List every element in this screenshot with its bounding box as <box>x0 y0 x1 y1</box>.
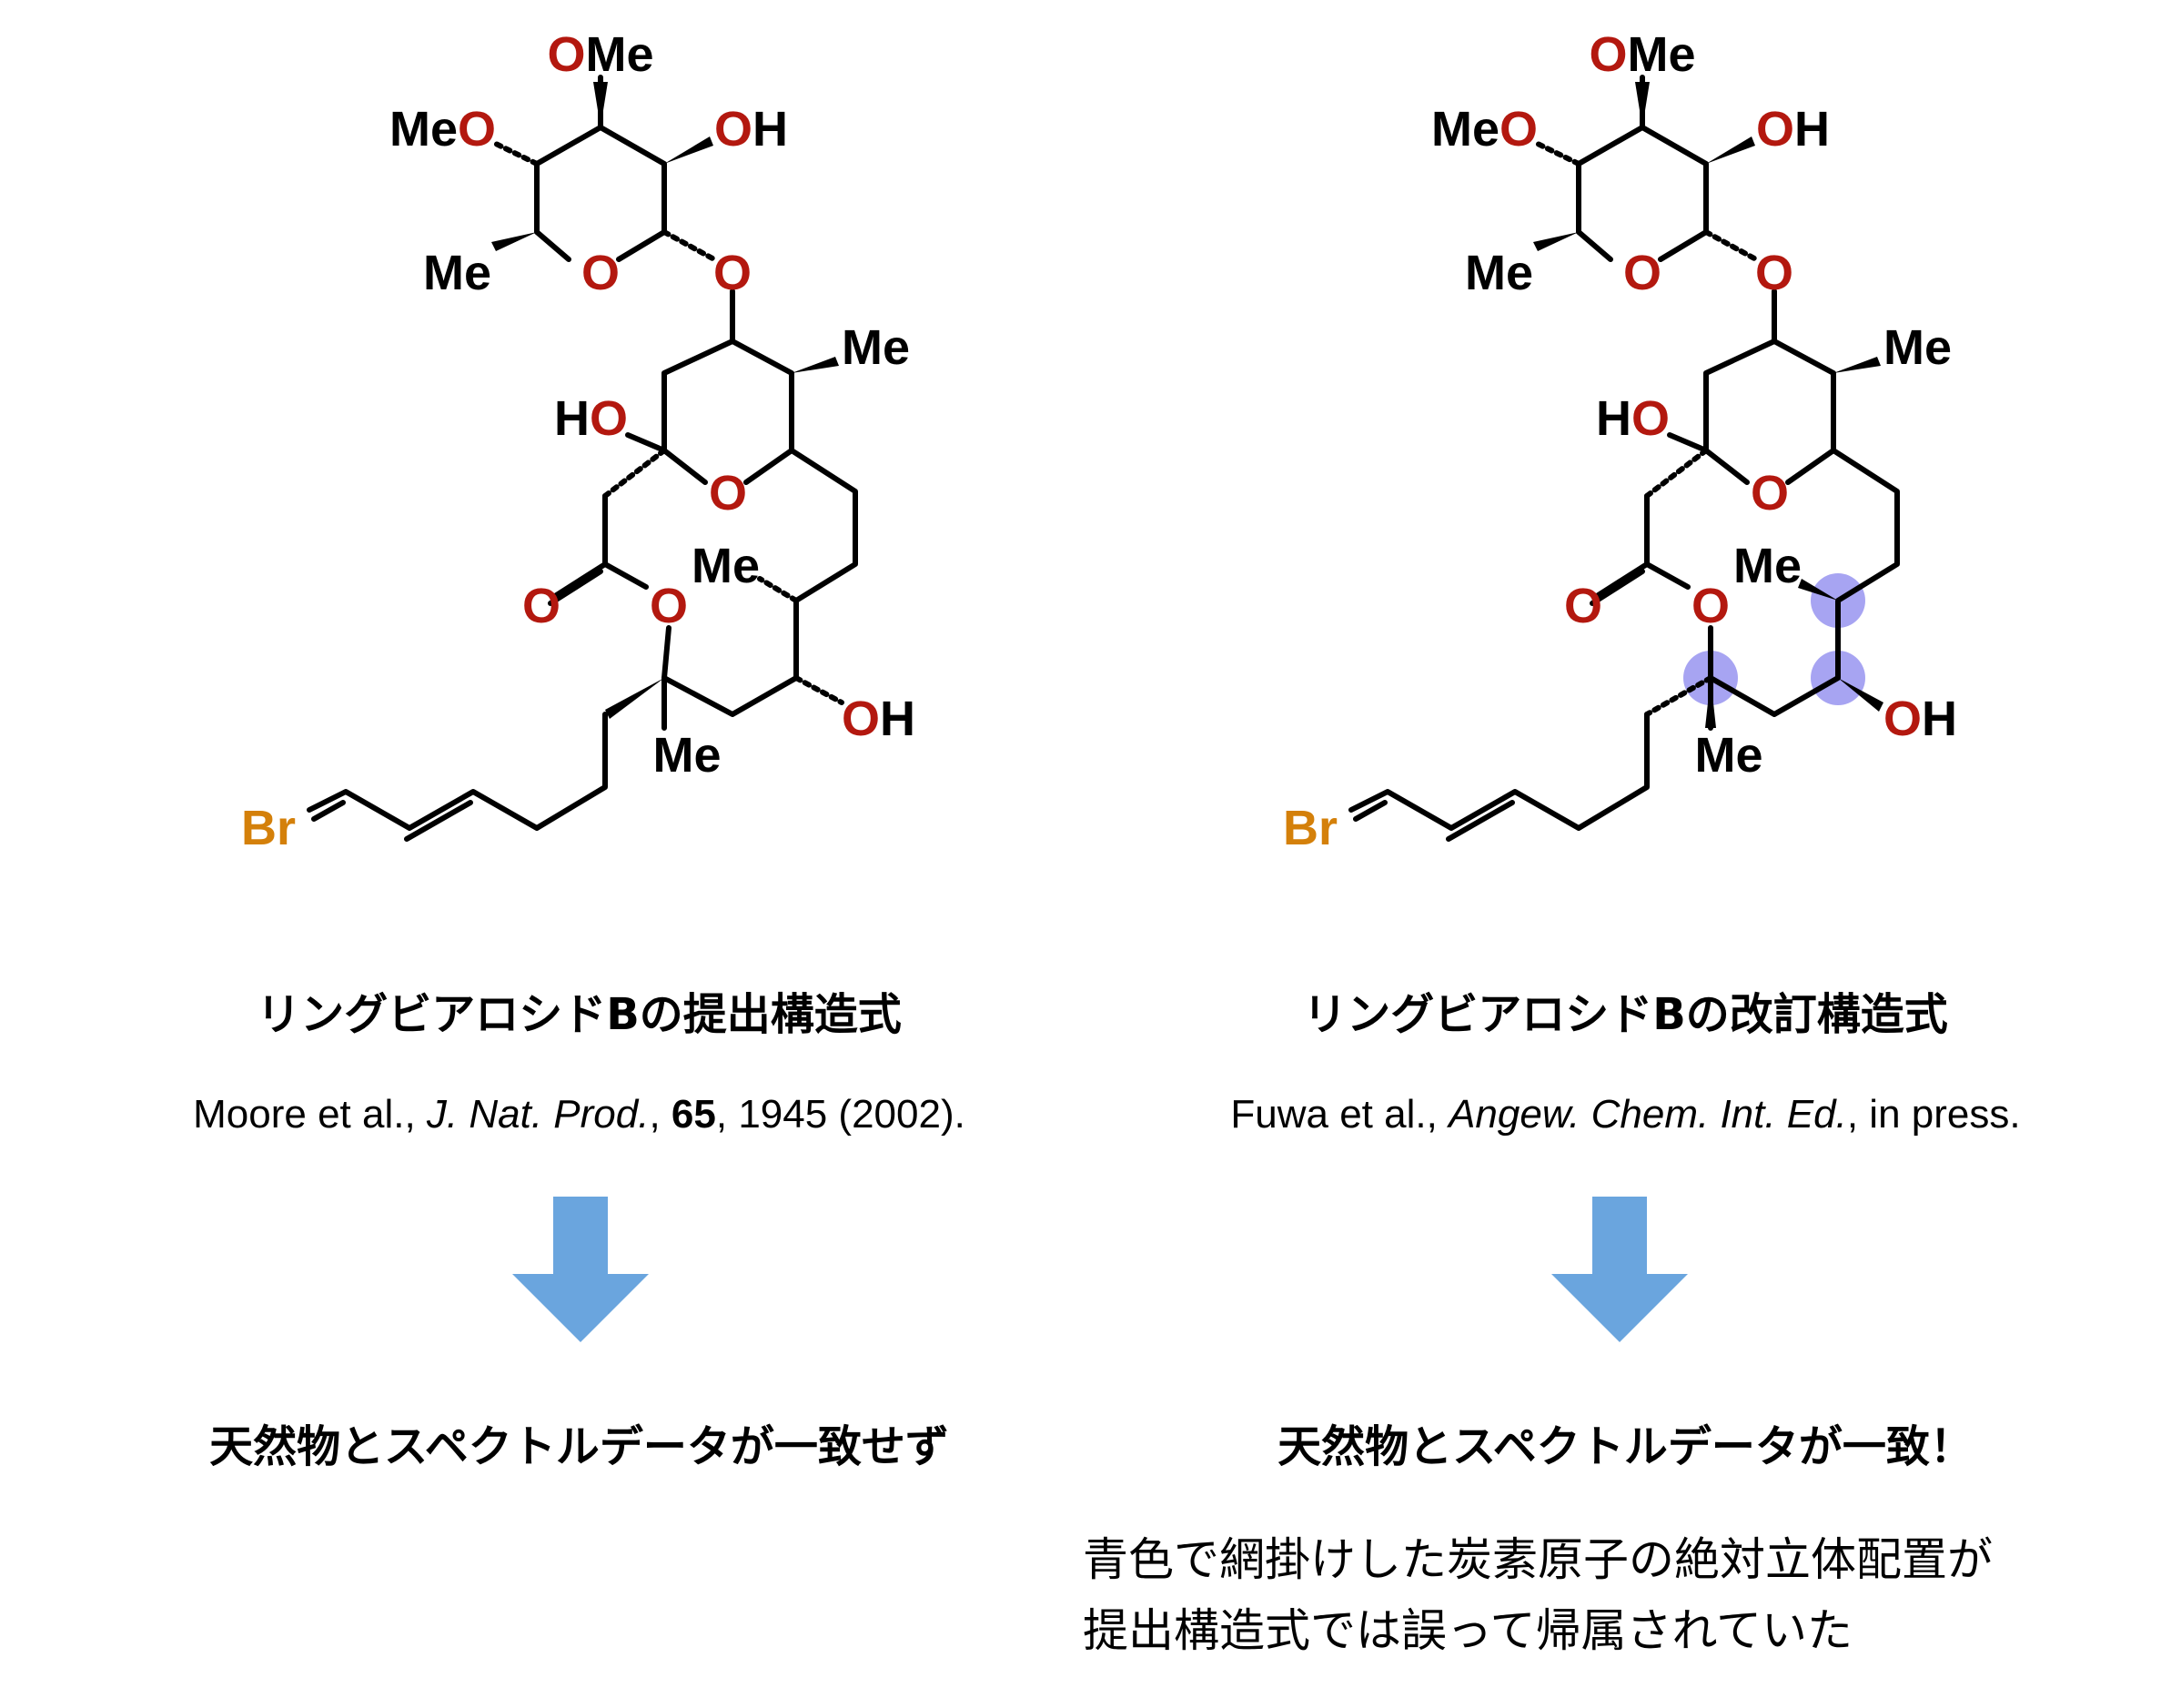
me-label: Me <box>652 728 721 783</box>
br-label: Br <box>241 801 296 855</box>
me-label: Me <box>1883 320 1952 375</box>
proposed-structure: OMe MeO OH Me O O Me HO O Me O O OH Me B… <box>0 0 1086 892</box>
o-label: O <box>522 579 560 633</box>
proposed-result: 天然物とスペクトルデータが一致せず <box>209 1421 949 1472</box>
o-label: O <box>1691 579 1730 633</box>
oh-label: OH <box>1883 692 1957 746</box>
me-label: Me <box>1465 246 1533 300</box>
me-label: Me <box>1733 539 1802 593</box>
me-label: Me <box>423 246 491 300</box>
ome-label: OMe <box>547 27 653 82</box>
o-label: O <box>650 579 688 633</box>
me-label: Me <box>692 539 760 593</box>
down-arrow-icon <box>1551 1197 1688 1342</box>
o-label: O <box>1755 246 1793 300</box>
ome-label: OMe <box>1589 27 1695 82</box>
o-label: O <box>1751 466 1789 520</box>
me-label: Me <box>1694 728 1762 783</box>
meo-label: MeO <box>389 102 496 157</box>
br-label: Br <box>1283 801 1338 855</box>
oh-label: OH <box>842 692 915 746</box>
o-label: O <box>713 246 752 300</box>
revised-result: 天然物とスペクトルデータが一致！ <box>1277 1421 1974 1472</box>
ho-label: HO <box>1596 391 1670 446</box>
proposed-caption: リングビアロシドBの提出構造式 <box>257 989 902 1040</box>
revised-structure: OMe MeO OH Me O O Me HO O Me O O OH Me B… <box>1042 0 2127 892</box>
sugar-ring-bonds <box>534 125 667 262</box>
note-line: 青色で網掛けした炭素原子の絶対立体配置が <box>1083 1533 1993 1586</box>
note-line: 提出構造式では誤って帰属されていた <box>1083 1604 1853 1657</box>
o-label: O <box>1623 246 1661 300</box>
down-arrow-icon <box>512 1197 649 1342</box>
note-text: 青色で網掛けした炭素原子の絶対立体配置が 提出構造式では誤って帰属されていた <box>1083 1524 1993 1666</box>
me-label: Me <box>842 320 910 375</box>
ho-label: HO <box>554 391 628 446</box>
oh-label: OH <box>1756 102 1830 157</box>
revised-caption: リングビアロシドBの改訂構造式 <box>1303 989 1948 1040</box>
meo-label: MeO <box>1431 102 1538 157</box>
o-label: O <box>1564 579 1602 633</box>
revised-reference: Fuwa et al., Angew. Chem. Int. Ed., in p… <box>1230 1092 2021 1137</box>
oh-label: OH <box>714 102 788 157</box>
o-label: O <box>709 466 747 520</box>
proposed-reference: Moore et al., J. Nat. Prod., 65, 1945 (2… <box>193 1092 965 1137</box>
o-label: O <box>581 246 620 300</box>
